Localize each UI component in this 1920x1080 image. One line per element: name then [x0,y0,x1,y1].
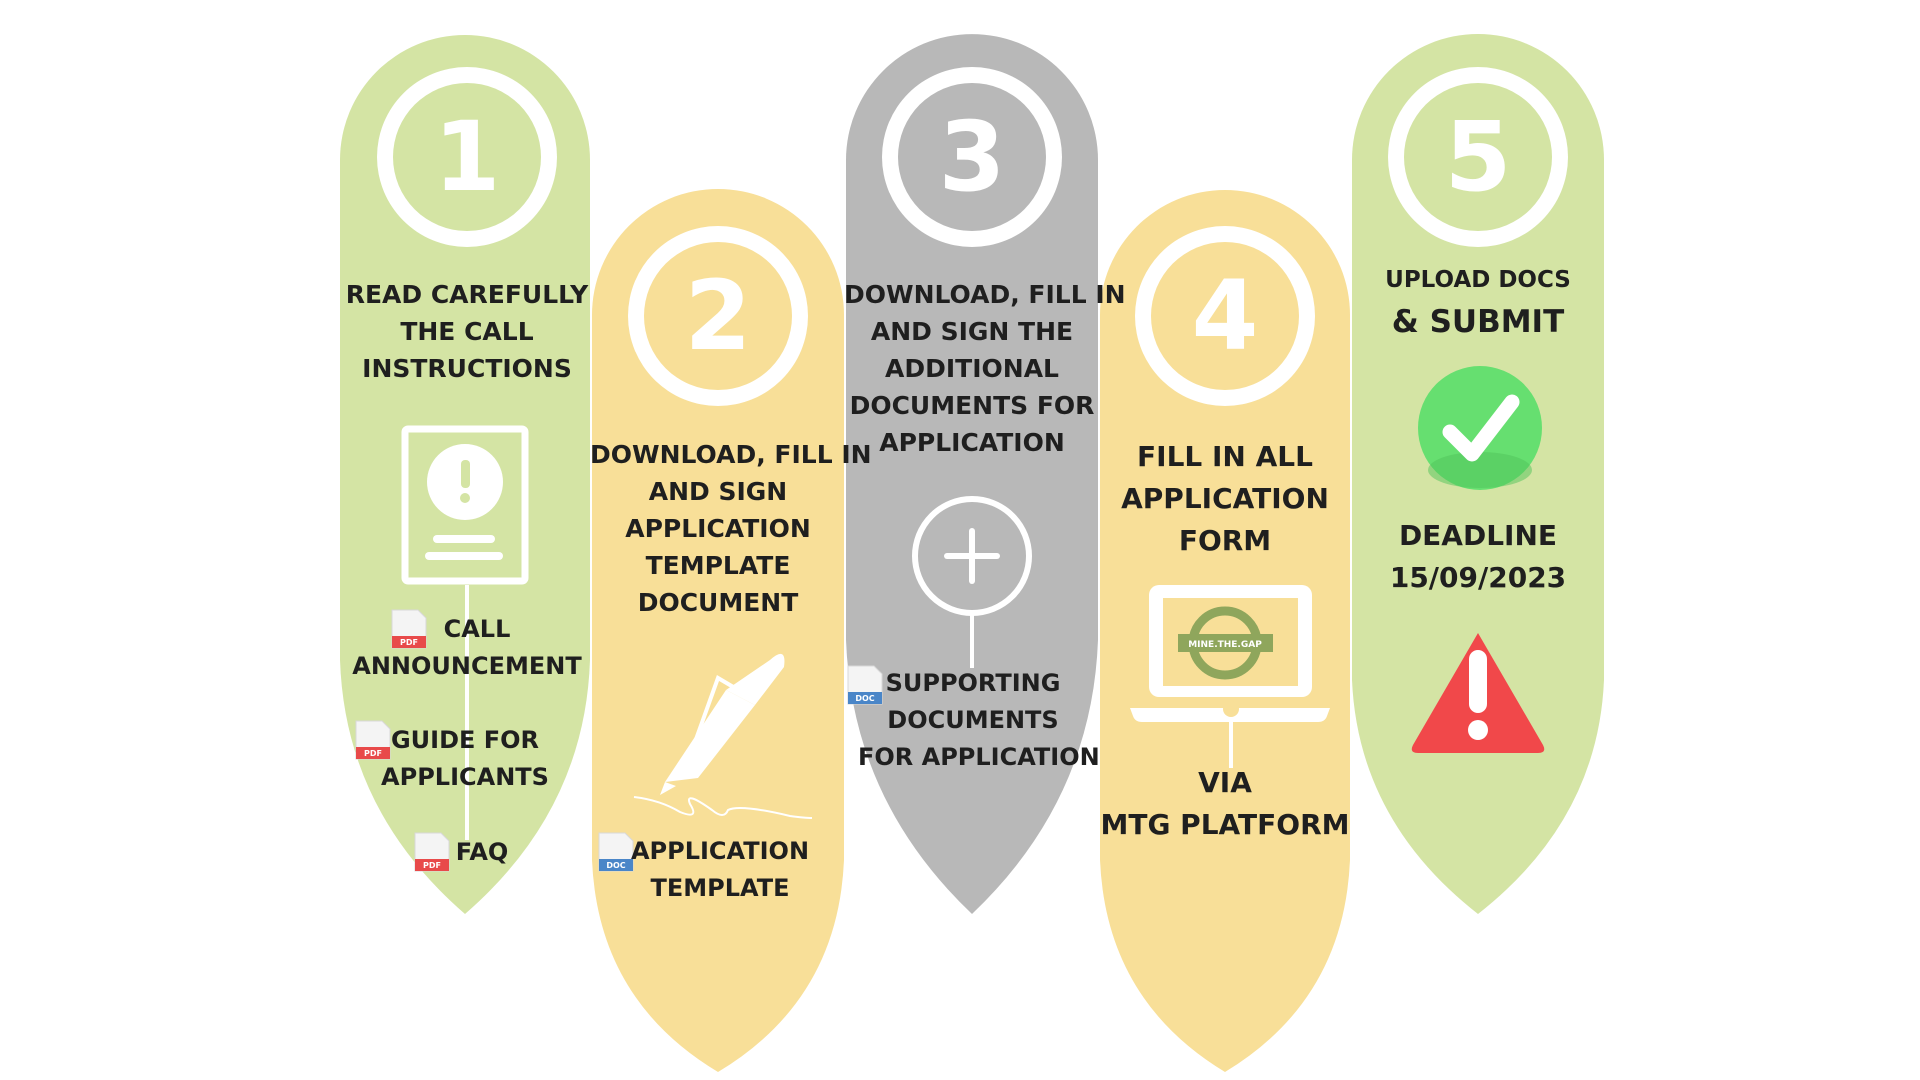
step-5-title-large: & SUBMIT [1391,304,1565,340]
pdf-file-icon: PDF [391,609,427,649]
doc-file-icon: DOC [847,665,883,705]
step-3-number: 3 [939,101,1006,213]
step-2-pill [592,189,844,1072]
deadline-text: DEADLINE 15/09/2023 [1389,519,1567,594]
doc-file-icon: DOC [598,832,634,872]
step-4-number-badge: 4 [1135,226,1315,406]
file-link-supporting-documents[interactable]: SUPPORTING DOCUMENTS FOR APPLICATION [858,669,1100,771]
pdf-file-icon: PDF [414,832,450,872]
file-link-application-template[interactable]: APPLICATION TEMPLATE [630,837,810,902]
step-5-number: 5 [1445,101,1512,213]
step-1-number: 1 [434,101,501,213]
step-4-number: 4 [1192,260,1259,372]
step-1-title: READ CAREFULLY THE CALL INSTRUCTIONS [345,280,589,383]
pdf-file-icon: PDF [355,720,391,760]
via-platform-text: VIA MTG PLATFORM [1100,766,1350,841]
plus-circle-icon [912,496,1032,668]
step-2-number: 2 [685,260,752,372]
step-2-number-badge: 2 [628,226,808,406]
step-3-pill [846,34,1098,914]
svg-text:PDF: PDF [400,638,418,647]
file-link-faq[interactable]: FAQ [455,838,509,866]
step-3-title: DOWNLOAD, FILL IN AND SIGN THE ADDITIONA… [844,280,1126,457]
file-link-guide-for-applicants[interactable]: GUIDE FOR APPLICANTS [381,726,549,791]
step-5-number-badge: 5 [1388,67,1568,247]
step-5-title-small: UPLOAD DOCS [1385,267,1571,293]
mine-the-gap-logo: MINE.THE.GAP [1178,606,1273,680]
platform-logo-text: MINE.THE.GAP [1188,640,1262,650]
warning-triangle-icon [1411,633,1545,753]
svg-text:DOC: DOC [855,694,874,703]
check-circle-icon [1418,366,1542,490]
svg-text:PDF: PDF [364,749,382,758]
svg-text:PDF: PDF [423,861,441,870]
step-2-title: DOWNLOAD, FILL IN AND SIGN APPLICATION T… [590,440,872,617]
laptop-icon: MINE.THE.GAP [1130,585,1330,768]
step-1-number-badge: 1 [377,67,557,247]
step-3-number-badge: 3 [882,67,1062,247]
document-warning-icon [401,425,529,840]
svg-text:DOC: DOC [606,861,625,870]
step-4-title: FILL IN ALL APPLICATION FORM [1121,440,1329,557]
pen-signature-icon [633,653,813,819]
file-link-call-announcement[interactable]: CALL ANNOUNCEMENT [352,615,582,680]
